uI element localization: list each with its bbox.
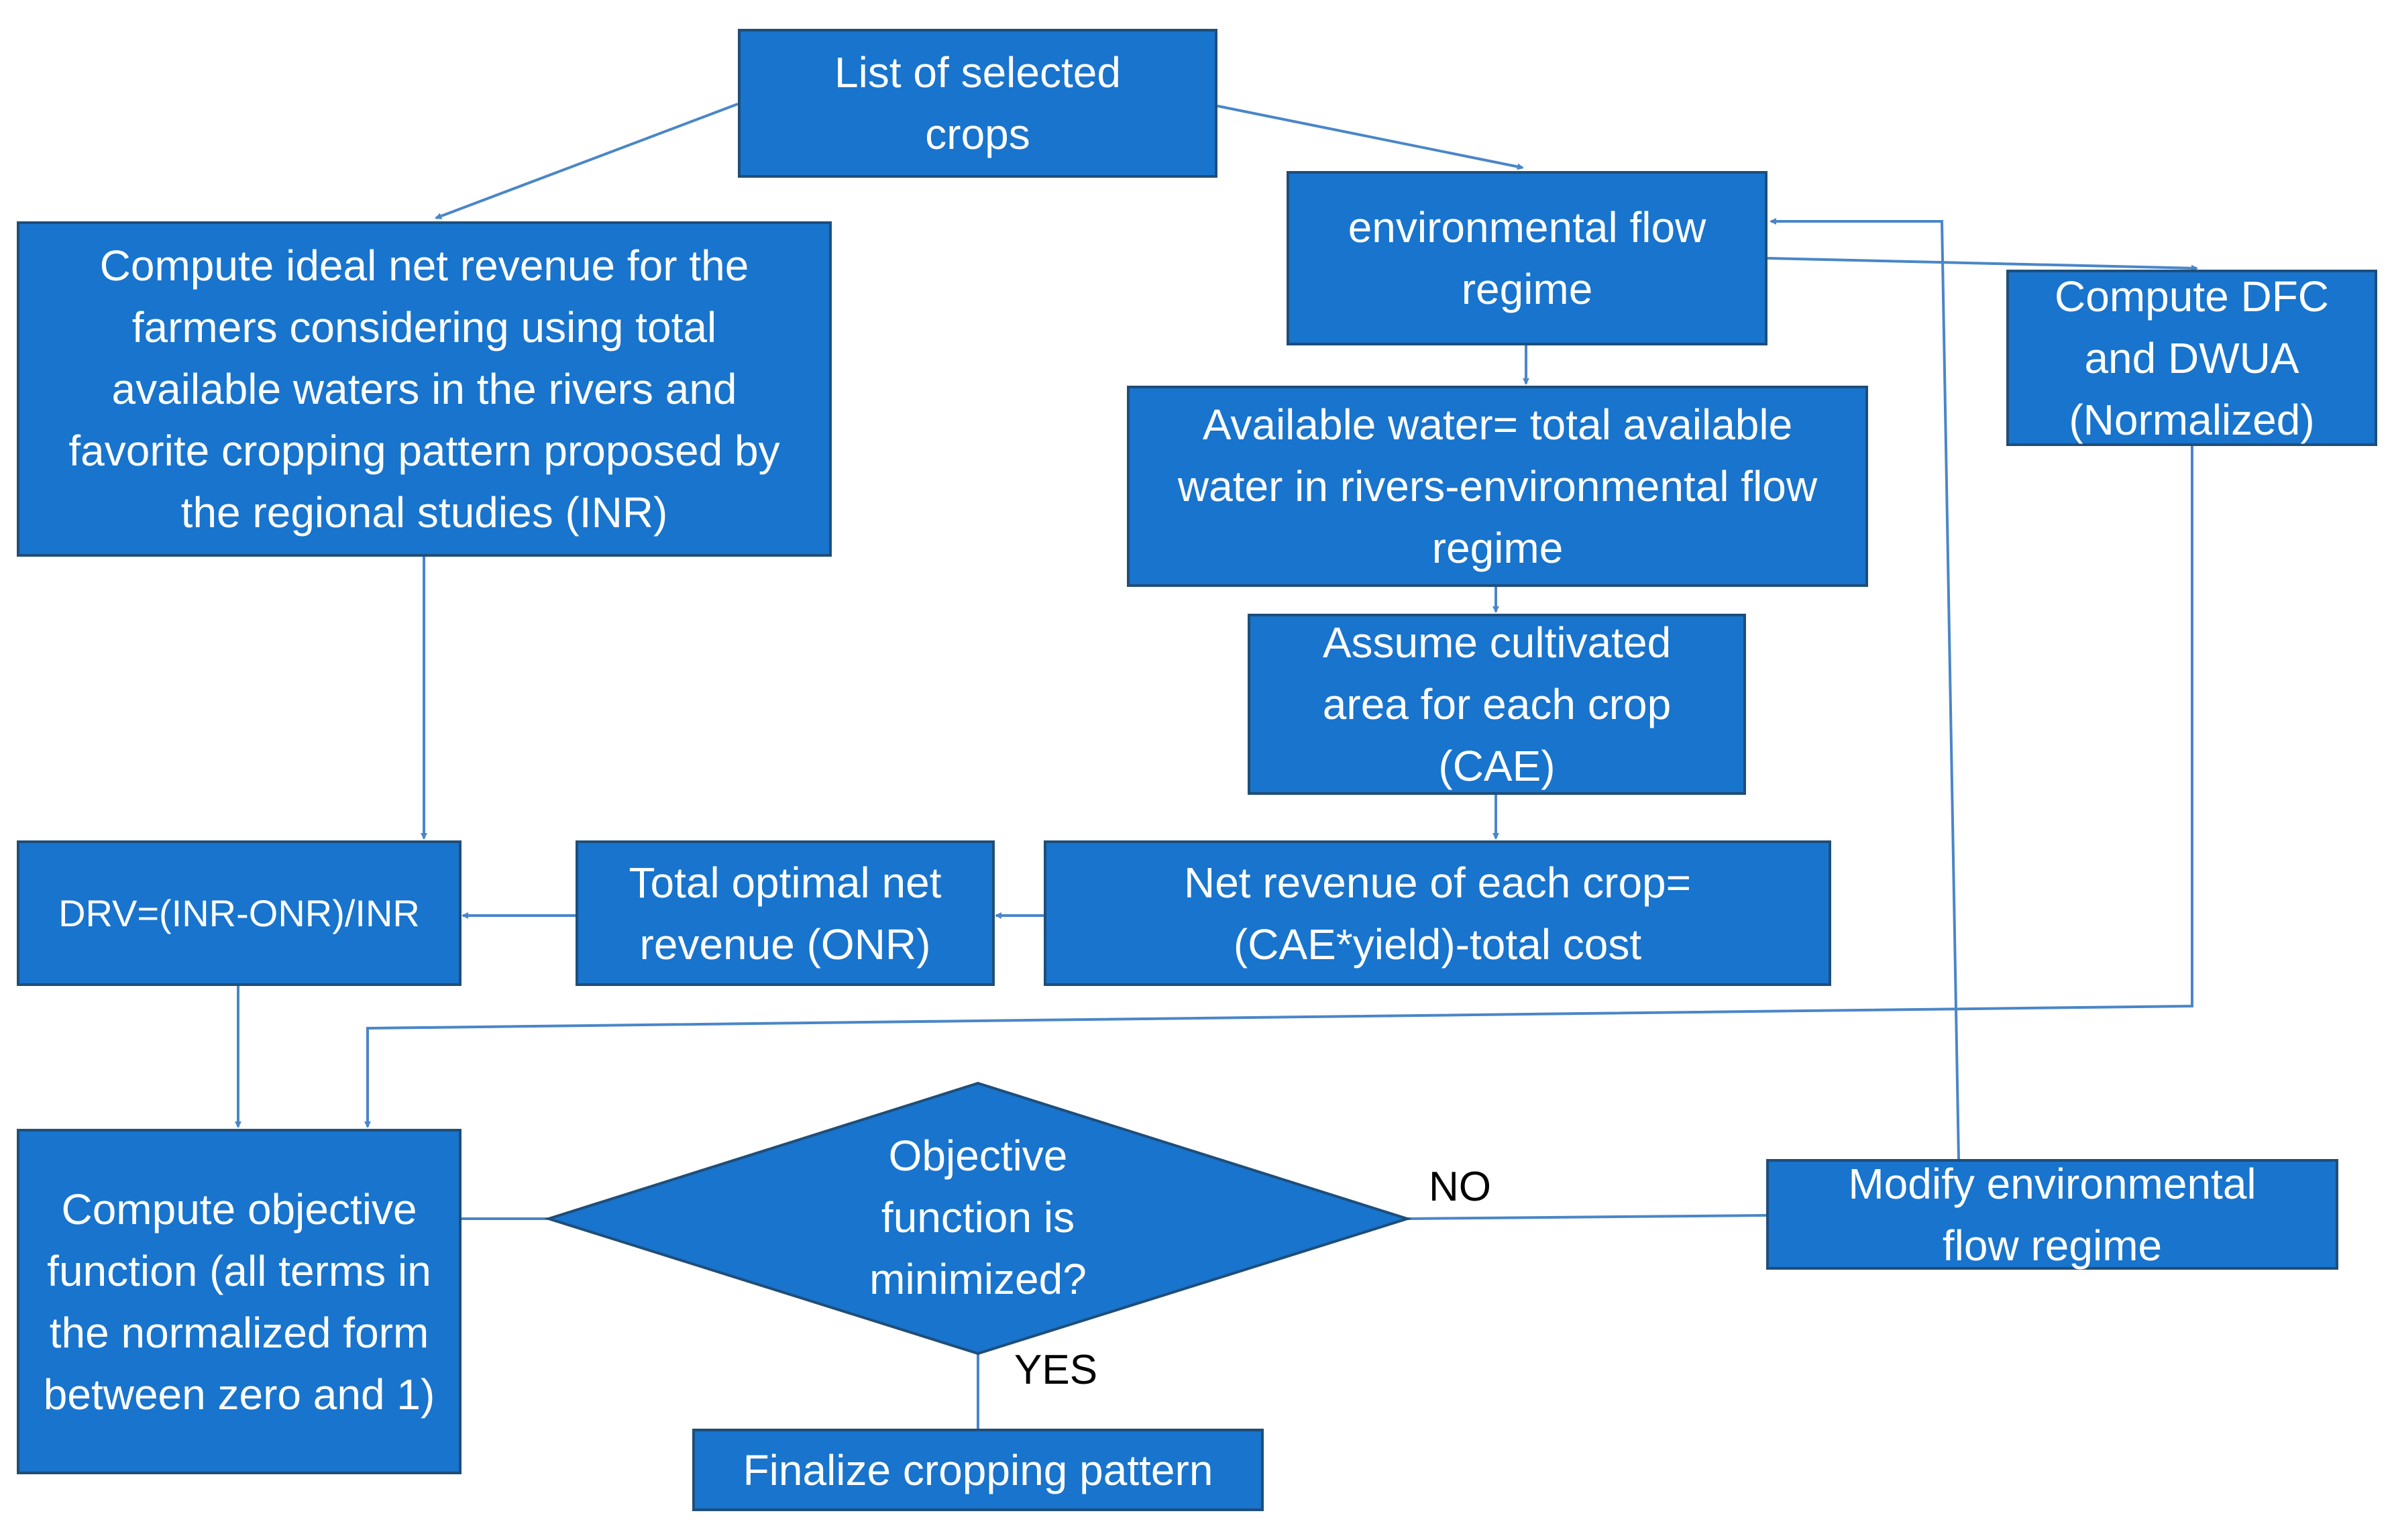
- node-net-revenue: Net revenue of each crop=(CAE*yield)-tot…: [1044, 840, 1831, 986]
- arrow-envflow-to-dfc: [1767, 257, 2198, 272]
- node-available-water: Available water= total available water i…: [1127, 386, 1868, 587]
- node-env-flow: environmental flow regime: [1287, 171, 1767, 345]
- node-env-flow-label: environmental flow regime: [1348, 203, 1706, 313]
- node-total-onr: Total optimal net revenue (ONR): [576, 840, 995, 986]
- node-modify-env-label: Modify environmental flow regime: [1848, 1159, 2256, 1270]
- node-compute-inr: Compute ideal net revenue for the farmer…: [17, 221, 832, 557]
- node-list-crops: List of selected crops: [738, 29, 1217, 178]
- node-list-crops-label: List of selected crops: [834, 48, 1121, 158]
- node-net-revenue-label: Net revenue of each crop=(CAE*yield)-tot…: [1183, 858, 1692, 969]
- node-objective: Compute objective function (all terms in…: [17, 1129, 461, 1474]
- connector-decision-to-modify: [1407, 1214, 1767, 1220]
- decision-label: Objective function is minimized?: [869, 1132, 1087, 1303]
- node-assume-area-label: Assume cultivated area for each crop (CA…: [1322, 618, 1672, 790]
- arrow-list-to-envflow: [1217, 105, 1524, 170]
- node-compute-dfc: Compute DFC and DWUA (Normalized): [2006, 270, 2377, 446]
- node-finalize: Finalize cropping pattern: [692, 1429, 1264, 1511]
- node-compute-dfc-label: Compute DFC and DWUA (Normalized): [2055, 272, 2329, 444]
- node-assume-area: Assume cultivated area for each crop (CA…: [1248, 614, 1746, 795]
- edge-label-yes: YES: [1014, 1347, 1098, 1393]
- node-total-onr-label: Total optimal net revenue (ONR): [629, 858, 942, 969]
- node-compute-inr-label: Compute ideal net revenue for the farmer…: [68, 241, 780, 537]
- node-modify-env: Modify environmental flow regime: [1766, 1159, 2338, 1270]
- edge-label-no: NO: [1429, 1164, 1491, 1210]
- node-finalize-label: Finalize cropping pattern: [743, 1445, 1213, 1494]
- node-drv: DRV=(INR-ONR)/INR: [17, 840, 461, 986]
- node-drv-label: DRV=(INR-ONR)/INR: [58, 891, 420, 934]
- decision-label-wrap: Objective function is minimized?: [832, 1120, 1124, 1315]
- node-available-water-label: Available water= total available water i…: [1177, 400, 1818, 572]
- node-objective-label: Compute objective function (all terms in…: [43, 1185, 435, 1419]
- decision-diamond: [544, 1081, 1412, 1356]
- arrow-modify-to-envflow: [1770, 218, 1960, 1160]
- arrow-list-to-inr: [435, 103, 739, 219]
- arrow-dfc-to-objective: [364, 446, 2193, 1128]
